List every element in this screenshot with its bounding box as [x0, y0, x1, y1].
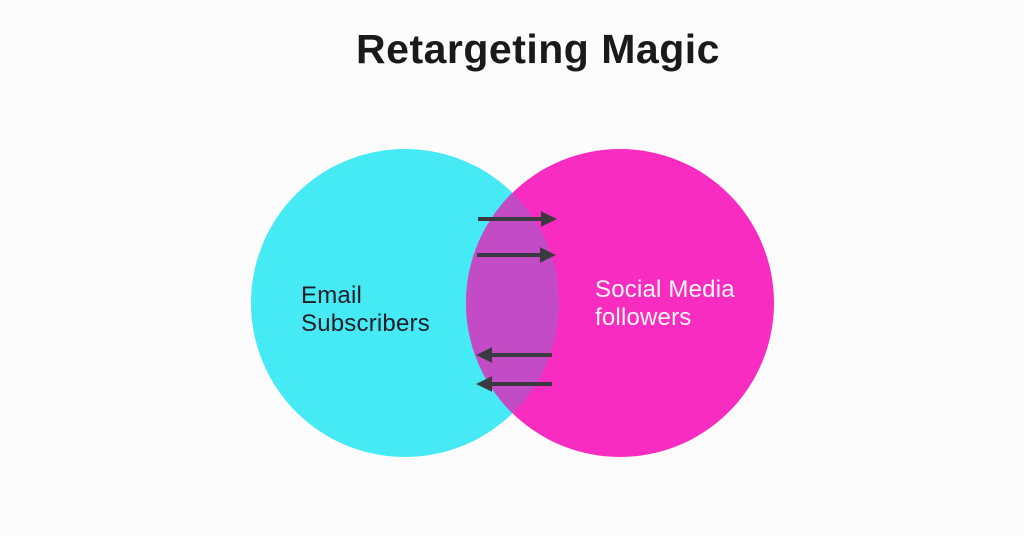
social-media-followers-label-line1: Social Media [595, 276, 735, 303]
flow-arrow-right-1-icon [478, 211, 557, 227]
email-subscribers-label-line1: Email [301, 282, 363, 309]
email-subscribers-circle [251, 149, 559, 457]
flow-arrow-left-1-icon [476, 347, 552, 363]
arrow-head [476, 376, 492, 392]
arrow-head [476, 347, 492, 363]
social-media-circle [466, 149, 774, 457]
social-media-followers-label: Social Media followers [595, 276, 735, 332]
email-subscribers-label-line2: Subscribers [301, 310, 430, 337]
flow-arrow-right-2-icon [477, 247, 556, 263]
email-subscribers-label: Email Subscribers [301, 282, 430, 338]
page-title: Retargeting Magic [356, 26, 720, 72]
social-media-followers-label-line2: followers [595, 304, 692, 331]
arrow-head [540, 247, 556, 263]
arrow-head [541, 211, 557, 227]
flow-arrow-left-2-icon [476, 376, 552, 392]
